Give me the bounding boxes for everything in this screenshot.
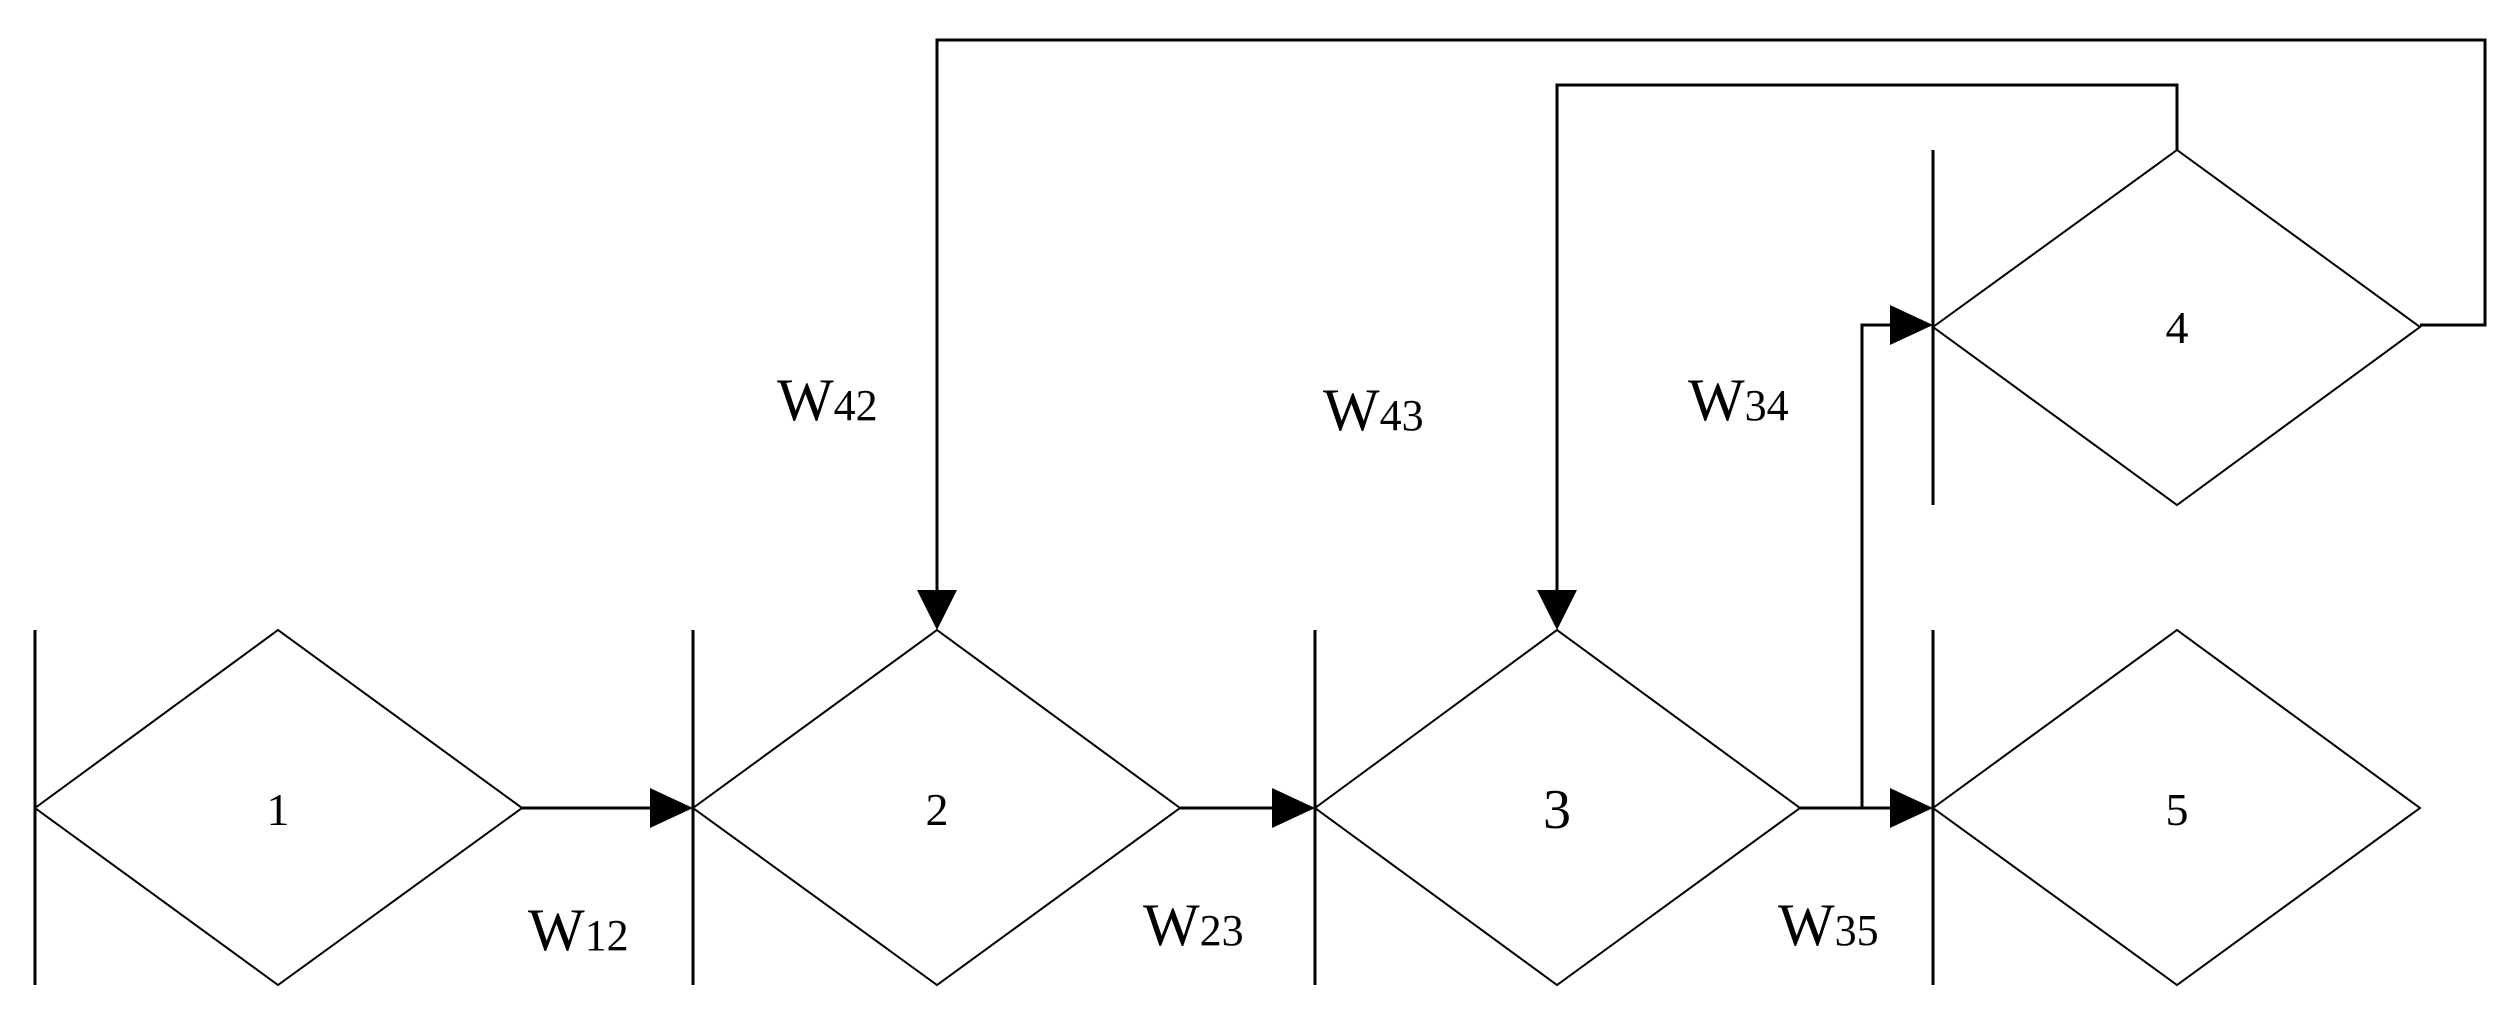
edge-label-w35-sub: 35 bbox=[1835, 906, 1879, 955]
edge-label-w23-main: W bbox=[1143, 892, 1200, 958]
node-4-label: 4 bbox=[2166, 302, 2189, 353]
edge-label-w42: W42 bbox=[777, 367, 878, 433]
edge-3-5-arrowhead bbox=[1890, 788, 1933, 828]
edge-label-w43-sub: 43 bbox=[1380, 391, 1424, 440]
node-1: 1 bbox=[33, 628, 524, 987]
edge-4-2-line bbox=[935, 38, 2487, 590]
edge-label-w35: W35 bbox=[1778, 892, 1879, 958]
edge-label-w12-main: W bbox=[528, 897, 585, 963]
edge-label-w42-main: W bbox=[777, 367, 834, 433]
edge-label-w34-sub: 34 bbox=[1745, 381, 1789, 430]
edge-label-w43-main: W bbox=[1323, 377, 1380, 443]
edge-1-2-arrowhead bbox=[650, 788, 693, 828]
node-3-label: 3 bbox=[1543, 779, 1571, 841]
edge-4-3 bbox=[1537, 83, 2179, 630]
edge-label-w43: W43 bbox=[1323, 377, 1424, 443]
edge-label-w35-main: W bbox=[1778, 892, 1835, 958]
node-5: 5 bbox=[1931, 628, 2422, 987]
edge-label-w42-sub: 42 bbox=[834, 381, 878, 430]
node-2-label: 2 bbox=[926, 784, 949, 835]
node-3: 3 bbox=[1313, 628, 1802, 987]
node-4-diamond bbox=[1931, 148, 2422, 507]
node-1-label: 1 bbox=[267, 784, 290, 835]
edge-label-w12: W12 bbox=[528, 897, 629, 963]
node-4: 4 bbox=[1931, 148, 2422, 507]
edge-2-3-arrowhead bbox=[1272, 788, 1315, 828]
node-5-label: 5 bbox=[2166, 784, 2189, 835]
edge-3-5 bbox=[1800, 788, 1933, 828]
edge-3-4 bbox=[1860, 305, 1933, 808]
edge-1-2 bbox=[522, 788, 693, 828]
edge-label-w23: W23 bbox=[1143, 892, 1244, 958]
edge-label-w23-sub: 23 bbox=[1200, 906, 1244, 955]
node-5-diamond bbox=[1931, 628, 2422, 987]
node-2: 2 bbox=[691, 628, 1182, 987]
edge-3-4-arrowhead bbox=[1890, 305, 1933, 345]
edge-label-w34: W34 bbox=[1688, 367, 1789, 433]
edge-label-w12-sub: 12 bbox=[585, 911, 629, 960]
edge-2-3 bbox=[1180, 788, 1315, 828]
edge-label-w34-main: W bbox=[1688, 367, 1745, 433]
edge-4-2 bbox=[917, 38, 2487, 630]
edge-4-3-line bbox=[1555, 83, 2179, 590]
edge-3-4-line bbox=[1860, 323, 1890, 808]
edge-4-3-arrowhead bbox=[1537, 590, 1577, 630]
edge-4-2-arrowhead bbox=[917, 590, 957, 630]
